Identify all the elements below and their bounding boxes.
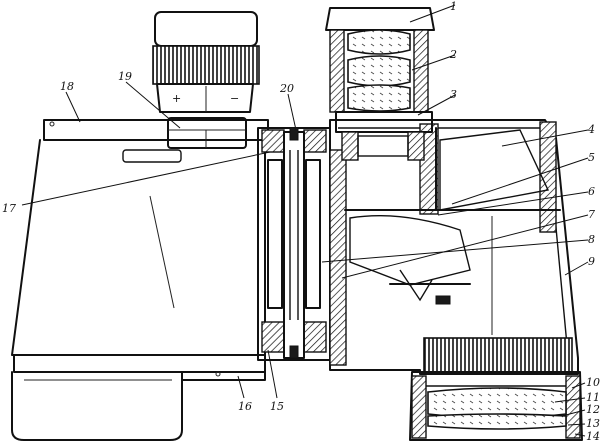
left-housing <box>11 119 269 441</box>
dial-plus-mark: + <box>172 92 181 105</box>
dial-minus-mark: − <box>230 92 239 105</box>
callout-15: 15 <box>270 400 284 413</box>
callout-9: 9 <box>588 255 595 268</box>
callout-6: 6 <box>588 185 595 198</box>
callout-2: 2 <box>449 48 457 61</box>
right-eyepiece <box>325 7 435 161</box>
right-housing-section <box>329 119 579 375</box>
left-eyepiece-dial: + − <box>152 11 260 149</box>
callout-19: 19 <box>118 70 132 83</box>
callout-7: 7 <box>588 208 595 221</box>
callout-20: 20 <box>279 82 294 95</box>
leader-lines <box>21 4 589 437</box>
callout-17: 17 <box>2 202 16 215</box>
callout-13: 13 <box>586 417 600 430</box>
hinge-axis <box>257 127 331 361</box>
callout-16: 16 <box>238 400 252 413</box>
callout-12: 12 <box>586 403 600 416</box>
callout-14: 14 <box>586 430 600 443</box>
callout-10: 10 <box>586 376 600 389</box>
callout-1: 1 <box>450 0 457 13</box>
callout-5: 5 <box>588 151 595 164</box>
callout-11: 11 <box>586 391 600 404</box>
callout-18: 18 <box>60 80 74 93</box>
callout-4: 4 <box>587 123 595 136</box>
callout-3: 3 <box>450 88 457 101</box>
callout-8: 8 <box>588 233 595 246</box>
objective-assembly <box>409 337 583 441</box>
